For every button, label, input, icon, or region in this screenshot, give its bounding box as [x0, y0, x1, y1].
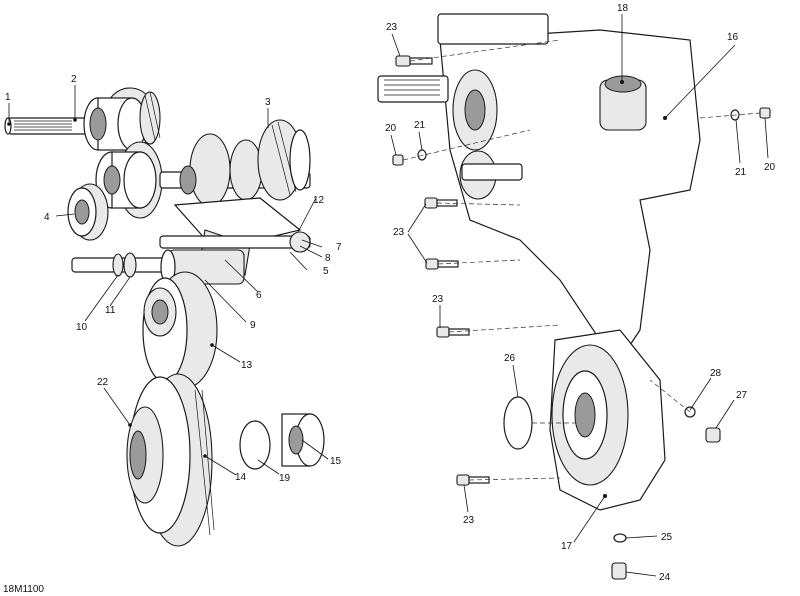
- leader-dots: [7, 80, 667, 498]
- callout-27: 27: [736, 390, 748, 401]
- snap-ring-19: [239, 420, 271, 470]
- callout-10: 10: [76, 322, 88, 333]
- figure-reference-code: 18M1100: [3, 584, 44, 595]
- callout-18: 18: [617, 3, 629, 14]
- callout-12: 12: [313, 195, 325, 206]
- housing-input-shaft: [377, 75, 523, 181]
- callout-16: 16: [727, 32, 739, 43]
- callout-21a: 21: [414, 120, 426, 131]
- leader-lines-secondary: [390, 33, 769, 513]
- callout-3: 3: [265, 97, 271, 108]
- callout-8: 8: [325, 253, 331, 264]
- callout-2: 2: [71, 74, 77, 85]
- callout-23b: 23: [393, 227, 405, 238]
- callout-28: 28: [710, 368, 722, 379]
- callout-labels: 1 2 3 4 5 6 7 8 9 10 11 12 13 14 15 16 1…: [5, 3, 776, 583]
- bearing-4: [67, 183, 109, 241]
- callout-20a: 20: [385, 123, 397, 134]
- callout-4: 4: [44, 212, 50, 223]
- lower-gear-13: [142, 271, 218, 389]
- callout-23c: 23: [432, 294, 444, 305]
- gearbox-housing-assembly: [377, 13, 771, 580]
- housing-16: [437, 13, 701, 361]
- cover-17: [549, 329, 666, 511]
- callout-14: 14: [235, 472, 247, 483]
- plugs-24-25-27-28: [611, 406, 721, 580]
- callout-23d: 23: [463, 515, 475, 526]
- callout-24: 24: [659, 572, 671, 583]
- callout-23a: 23: [386, 22, 398, 33]
- callout-22: 22: [97, 377, 109, 388]
- callout-7: 7: [336, 242, 342, 253]
- callout-26: 26: [504, 353, 516, 364]
- callout-11: 11: [105, 305, 116, 316]
- callout-20b: 20: [764, 162, 776, 173]
- callout-9: 9: [250, 320, 256, 331]
- callout-15: 15: [330, 456, 342, 467]
- callout-5: 5: [323, 266, 329, 277]
- gear-teeth-detail: [144, 91, 297, 536]
- o-ring-26: [503, 396, 533, 450]
- callout-1: 1: [5, 92, 11, 103]
- callout-19: 19: [279, 473, 291, 484]
- callout-17: 17: [561, 541, 573, 552]
- callout-25: 25: [661, 532, 673, 543]
- callout-21b: 21: [735, 167, 747, 178]
- leader-lines: [8, 14, 736, 577]
- sleeve-15: [281, 413, 325, 467]
- callout-6: 6: [256, 290, 262, 301]
- gear-train-assembly: [4, 87, 325, 547]
- callout-13: 13: [241, 360, 253, 371]
- output-bearing-gear: [83, 87, 161, 151]
- shift-drum: [71, 249, 245, 285]
- alignment-lines: [402, 39, 761, 481]
- final-gear-14: [126, 373, 213, 547]
- countershaft-gears: [159, 119, 311, 207]
